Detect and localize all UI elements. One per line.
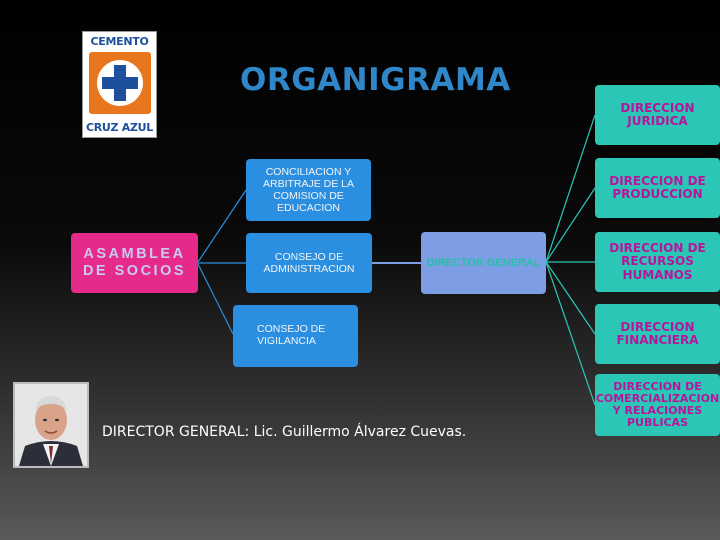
logo-emblem <box>89 52 151 114</box>
director-portrait-image <box>15 384 87 466</box>
direccion-comercializacion-node: DIRECCION DE COMERCIALIZACION Y RELACION… <box>595 374 720 436</box>
cross-icon-horizontal <box>102 77 138 89</box>
cruz-azul-logo: CEMENTO CRUZ AZUL <box>82 31 157 138</box>
direccion-recursos-humanos-node: DIRECCION DE RECURSOS HUMANOS <box>595 232 720 292</box>
asamblea-socios-node: ASAMBLEA DE SOCIOS <box>71 233 198 293</box>
connector-asamblea-conciliacion <box>197 189 247 263</box>
connector-director-comercializacion <box>545 261 596 406</box>
connector-asamblea-vigilancia <box>197 263 234 335</box>
direccion-juridica-node: DIRECCION JURIDICA <box>595 85 720 145</box>
connector-director-produccion <box>545 187 596 263</box>
director-caption: DIRECTOR GENERAL: Lic. Guillermo Álvarez… <box>102 424 467 440</box>
logo-bottom-text: CRUZ AZUL <box>85 121 153 134</box>
director-general-node: DIRECTOR GENERAL <box>421 232 546 294</box>
connector-director-juridica <box>545 114 596 263</box>
direccion-financiera-node: DIRECCION FINANCIERA <box>595 304 720 364</box>
connector-director-financiera <box>545 261 596 335</box>
logo-top-text: CEMENTO <box>90 35 149 48</box>
conciliacion-node: CONCILIACION Y ARBITRAJE DE LA COMISION … <box>246 159 371 221</box>
consejo-vigilancia-node: CONSEJO DE VIGILANCIA <box>233 305 358 367</box>
consejo-administracion-node: CONSEJO DE ADMINISTRACION <box>246 233 372 293</box>
logo-circle <box>97 60 143 106</box>
page-title: ORGANIGRAMA <box>240 62 511 98</box>
direccion-produccion-node: DIRECCION DE PRODUCCION <box>595 158 720 218</box>
director-photo <box>13 382 89 468</box>
